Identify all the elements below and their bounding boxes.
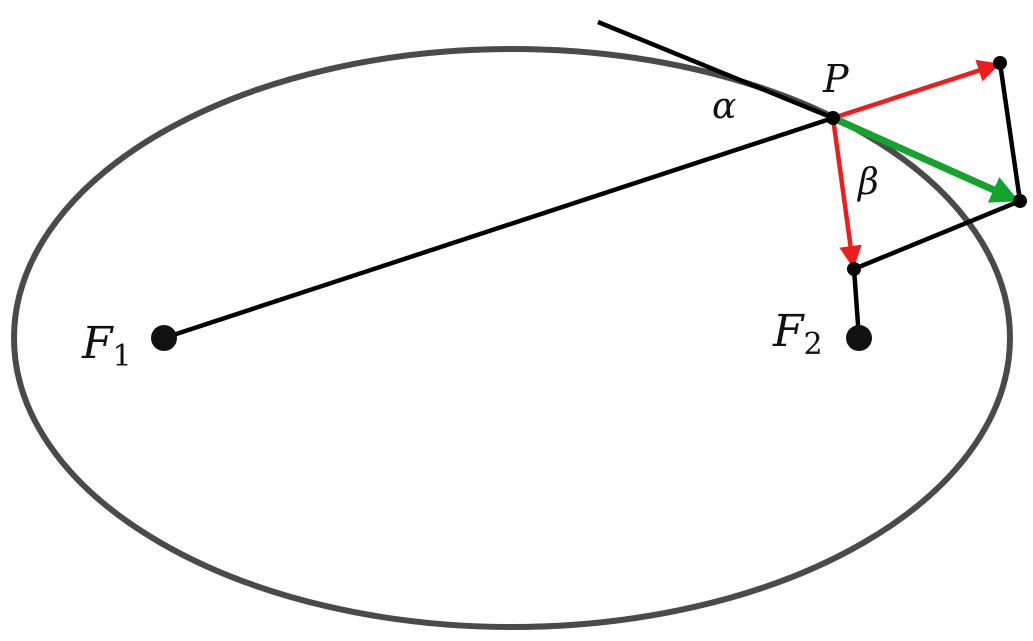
- label-f2-sub: 2: [804, 327, 823, 362]
- point-resultant-tip: [1013, 194, 1027, 208]
- component-vector-normal: [830, 117, 862, 269]
- point-p: [826, 111, 840, 125]
- resultant-vector: [831, 114, 1020, 203]
- focus-f1: [151, 325, 177, 351]
- ellipse-curve: [11, 46, 1013, 630]
- label-beta: β: [856, 162, 879, 203]
- point-tangent-tip: [993, 56, 1007, 70]
- label-alpha: α: [712, 86, 736, 127]
- point-normal-tip: [847, 262, 861, 276]
- label-f1-sub: 1: [113, 339, 132, 374]
- parallelogram-side-right: [997, 62, 1023, 202]
- component-vector-tangent: [832, 59, 1001, 121]
- label-f1: F1: [81, 318, 132, 374]
- parallelogram-side-bottom: [853, 198, 1021, 272]
- focal-radius-f1-p: [163, 115, 834, 341]
- focus-f2: [846, 325, 872, 351]
- label-p: P: [822, 57, 850, 101]
- tangent-line: [597, 19, 834, 121]
- label-f2: F2: [772, 306, 823, 362]
